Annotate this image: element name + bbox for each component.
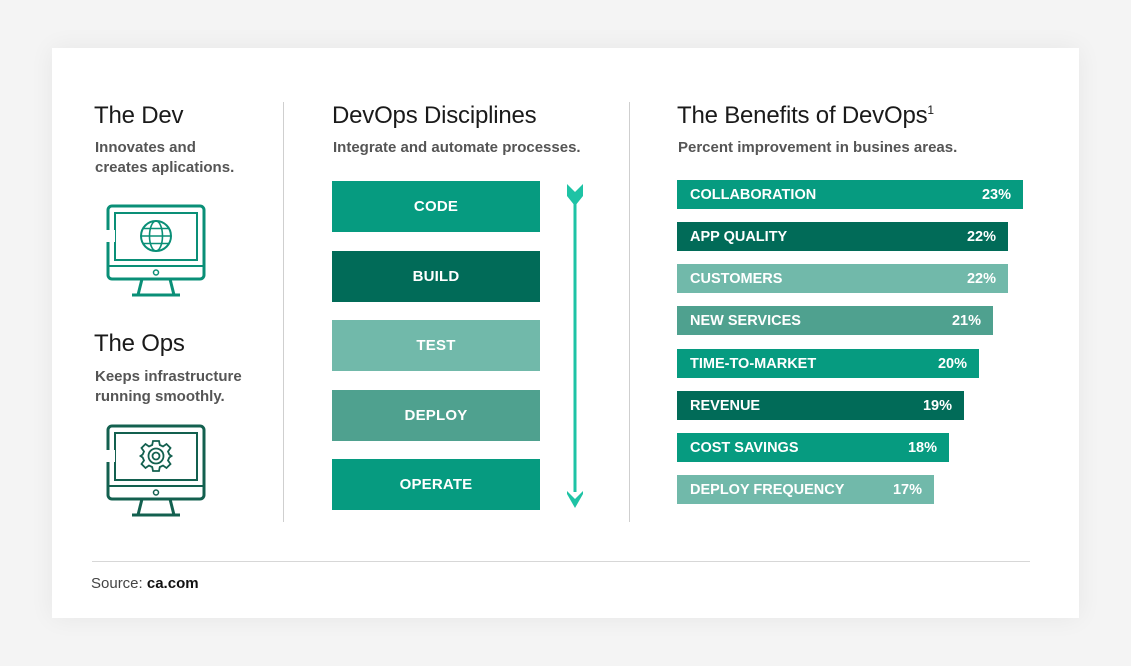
- bar-revenue: REVENUE 19%: [677, 391, 964, 420]
- benefits-title: The Benefits of DevOps1: [677, 102, 934, 129]
- bar-customers: CUSTOMERS 22%: [677, 264, 1008, 293]
- footer-divider: [92, 561, 1030, 562]
- bar-label: COLLABORATION: [690, 186, 817, 203]
- bar-label: DEPLOY FREQUENCY: [690, 481, 845, 498]
- bar-collaboration: COLLABORATION 23%: [677, 180, 1023, 209]
- bar-value: 17%: [892, 481, 922, 498]
- bar-value: 22%: [966, 270, 996, 287]
- bar-label: NEW SERVICES: [690, 312, 801, 329]
- bar-value: 23%: [981, 186, 1011, 203]
- source-link: ca.com: [146, 575, 199, 592]
- discipline-operate: OPERATE: [332, 459, 540, 510]
- dev-subtitle: Innovates and creates aplications.: [95, 139, 235, 176]
- bar-label: TIME-TO-MARKET: [690, 355, 817, 372]
- benefits-subtitle: Percent improvement in busines areas.: [678, 139, 958, 156]
- bar-label: CUSTOMERS: [690, 270, 783, 287]
- discipline-test: TEST: [332, 320, 540, 371]
- disciplines-title: DevOps Disciplines: [332, 102, 537, 129]
- dev-title: The Dev: [94, 102, 184, 129]
- footnote-marker: 1: [927, 103, 934, 117]
- bar-new-services: NEW SERVICES 21%: [677, 306, 993, 335]
- discipline-build: BUILD: [332, 251, 540, 302]
- bar-time-to-market: TIME-TO-MARKET 20%: [677, 349, 979, 378]
- bar-value: 22%: [966, 228, 996, 245]
- bar-label: COST SAVINGS: [690, 439, 799, 456]
- monitor-globe-icon: [105, 204, 206, 297]
- source-note: Source: ca.com: [91, 575, 199, 592]
- divider-right: [629, 102, 630, 522]
- monitor-gear-icon: [105, 424, 206, 517]
- bar-label: APP QUALITY: [690, 228, 788, 245]
- discipline-code: CODE: [332, 181, 540, 232]
- bar-cost-savings: COST SAVINGS 18%: [677, 433, 949, 462]
- disciplines-subtitle: Integrate and automate processes.: [333, 139, 581, 156]
- bar-value: 19%: [922, 397, 952, 414]
- divider-left: [283, 102, 284, 522]
- bar-deploy-frequency: DEPLOY FREQUENCY 17%: [677, 475, 934, 504]
- bar-app-quality: APP QUALITY 22%: [677, 222, 1008, 251]
- bar-label: REVENUE: [690, 397, 761, 414]
- discipline-deploy: DEPLOY: [332, 390, 540, 441]
- bar-value: 21%: [951, 312, 981, 329]
- ops-subtitle: Keeps infrastructure running smoothly.: [95, 368, 242, 405]
- flow-arrow-icon: [567, 184, 583, 508]
- ops-title: The Ops: [94, 330, 185, 357]
- bar-value: 20%: [937, 355, 967, 372]
- bar-value: 18%: [907, 439, 937, 456]
